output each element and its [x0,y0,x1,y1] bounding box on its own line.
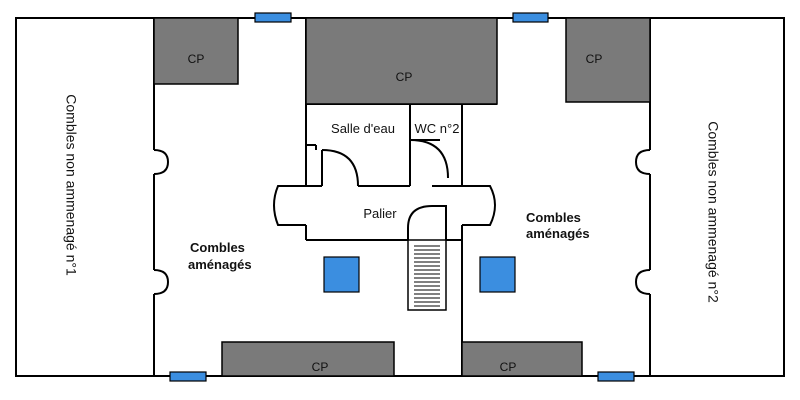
divider-right-notch-bottom [634,269,651,295]
label-wc: WC n°2 [415,121,460,136]
window-bottom-right [597,371,635,382]
storage-top-center: CP [305,17,498,105]
storage-bottom-right: CP [461,341,583,377]
storage-top-left: CP [153,17,239,85]
label-converted-left-2: aménagés [188,257,252,272]
divider-left-notch-top [153,149,170,175]
window-top-right [512,12,549,23]
svg-text:CP: CP [586,52,603,66]
landing-bay-right [462,185,496,226]
label-converted-right-1: Combles [526,210,581,225]
label-attic-left: Combles non ammenagé n°1 [63,94,79,276]
storage-bottom-left: CP [221,341,395,377]
label-attic-right: Combles non ammenagé n°2 [705,121,721,303]
storage-top-right: CP [565,17,651,103]
skylight-right [479,256,516,293]
window-top-left [254,12,292,23]
svg-text:CP: CP [312,360,329,374]
landing-bay-left [273,185,306,226]
label-converted-left-1: Combles [190,240,245,255]
svg-text:CP: CP [188,52,205,66]
divider-left-notch-bottom [153,269,170,295]
stair-steps [414,245,440,307]
stair-top-curve [407,205,447,240]
svg-text:CP: CP [500,360,517,374]
label-landing: Palier [363,206,397,221]
window-bottom-left [169,371,207,382]
bath-door-arc [321,149,359,187]
wc-door-arc [409,139,449,179]
divider-right-notch-top [634,149,651,175]
label-bathroom: Salle d'eau [331,121,395,136]
skylight-left [323,256,360,293]
label-converted-right-2: aménagés [526,226,590,241]
svg-text:CP: CP [396,70,413,84]
